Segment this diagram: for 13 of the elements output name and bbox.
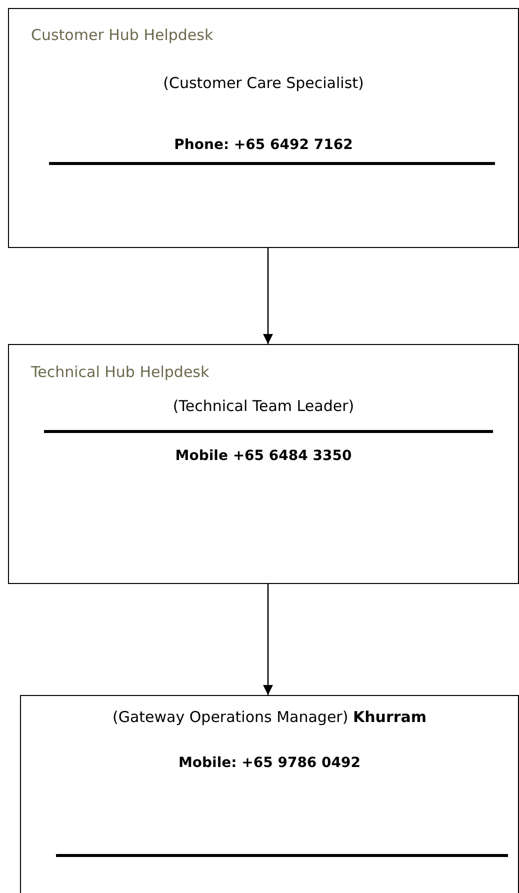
- heading: Technical Hub Helpdesk: [31, 363, 210, 381]
- contact-card: [20, 695, 519, 893]
- arrow: [263, 584, 273, 695]
- contact-card: [8, 344, 519, 584]
- role-text: (Technical Team Leader): [172, 397, 356, 415]
- phone-number: Mobile: +65 9786 0492: [177, 755, 362, 771]
- role-text: (Customer Care Specialist): [162, 74, 365, 92]
- phone-number: Mobile +65 6484 3350: [174, 448, 353, 464]
- contact-card: [8, 8, 519, 248]
- heading: Customer Hub Helpdesk: [31, 26, 214, 44]
- phone-number: Phone: +65 6492 7162: [173, 137, 354, 153]
- arrow: [263, 248, 273, 344]
- role-text: (Gateway Operations Manager) Khurram: [111, 708, 428, 726]
